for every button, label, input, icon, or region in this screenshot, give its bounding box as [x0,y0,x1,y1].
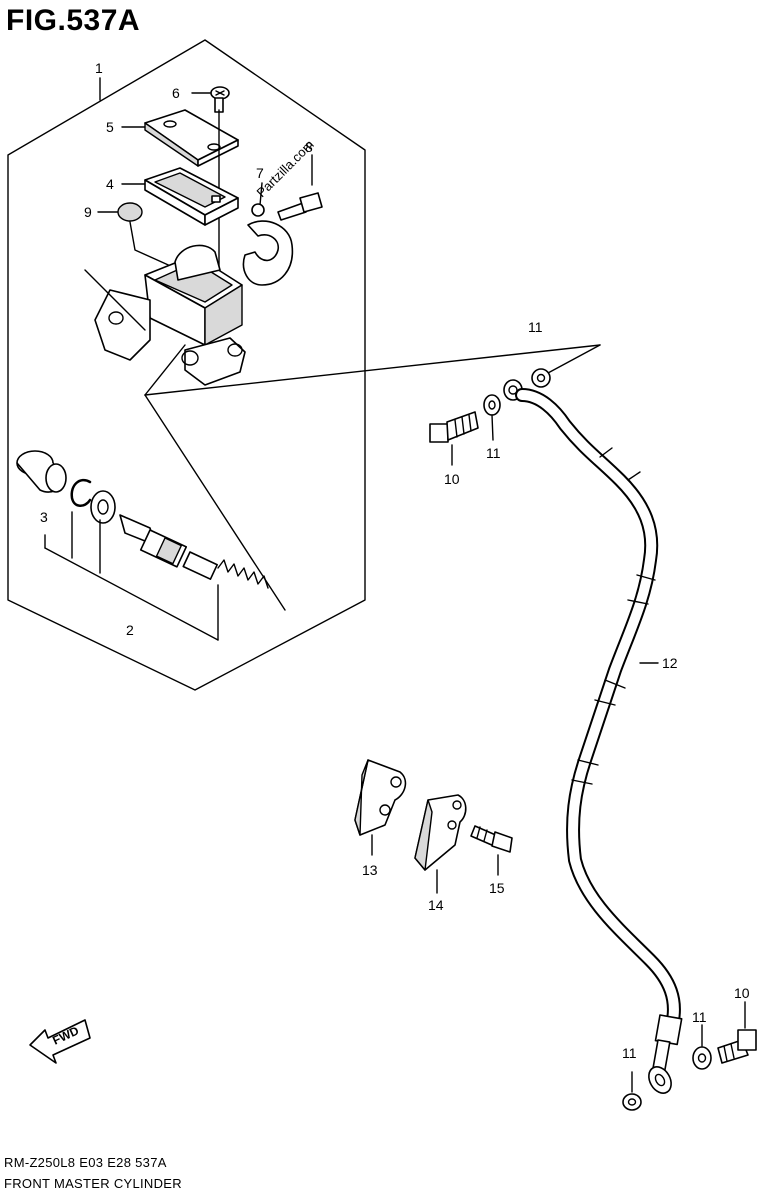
bracket-2-3 [44,511,219,641]
callout-11-bottom-right[interactable]: 11 [692,1009,707,1025]
figure-title: FIG.537A [6,4,141,37]
footer-model-code: RM-Z250L8 E03 E28 537A [4,1155,167,1170]
part-cap-5[interactable] [121,109,239,311]
part-brake-hose-12[interactable] [503,379,683,1097]
callout-13[interactable]: 13 [362,862,378,878]
part-piston-spring[interactable] [119,514,269,589]
part-clamp[interactable] [242,220,294,286]
callout-9[interactable]: 9 [84,204,92,220]
callout-6[interactable]: 6 [172,85,180,101]
assembly-boundary [7,39,366,691]
callout-12[interactable]: 12 [662,655,678,671]
callout-10-top[interactable]: 10 [444,471,460,487]
callout-1[interactable]: 1 [95,60,103,76]
callout-11-bottom[interactable]: 11 [622,1045,637,1061]
callout-10-bottom[interactable]: 10 [734,985,750,1001]
part-washer-7[interactable] [251,182,265,217]
part-banjo-bolt-10-top[interactable] [429,411,479,466]
part-bracket-13[interactable] [354,759,407,856]
part-bolt-15[interactable] [470,825,513,876]
callout-5[interactable]: 5 [106,119,114,135]
fwd-arrow-icon: FWD [29,1019,91,1064]
callout-15[interactable]: 15 [489,880,505,896]
callout-3[interactable]: 3 [40,509,48,525]
part-boot-3[interactable] [16,450,67,493]
part-washer[interactable] [90,490,116,524]
part-screw-6[interactable] [191,86,230,113]
part-master-cylinder-body[interactable] [84,244,286,611]
footer-description: FRONT MASTER CYLINDER [4,1176,182,1191]
part-sight-glass-9[interactable] [97,202,176,269]
part-bracket-14[interactable] [414,794,467,894]
part-circlip[interactable] [70,478,92,507]
callout-4[interactable]: 4 [106,176,114,192]
part-gaskets-11-bottom[interactable] [622,1024,712,1111]
part-bolt-8[interactable] [277,154,323,221]
callout-11-top[interactable]: 11 [486,445,501,461]
callout-14[interactable]: 14 [428,897,444,913]
callout-2[interactable]: 2 [126,622,134,638]
part-banjo-bolt-10-bottom[interactable] [717,1001,757,1064]
callout-8[interactable]: 8 [305,139,313,155]
callout-7[interactable]: 7 [256,165,264,181]
callout-11-top-right[interactable]: 11 [528,319,543,335]
part-diaphragm-4[interactable] [121,167,239,226]
leader-lines-11 [144,344,601,396]
part-gaskets-11-top[interactable] [483,368,551,441]
